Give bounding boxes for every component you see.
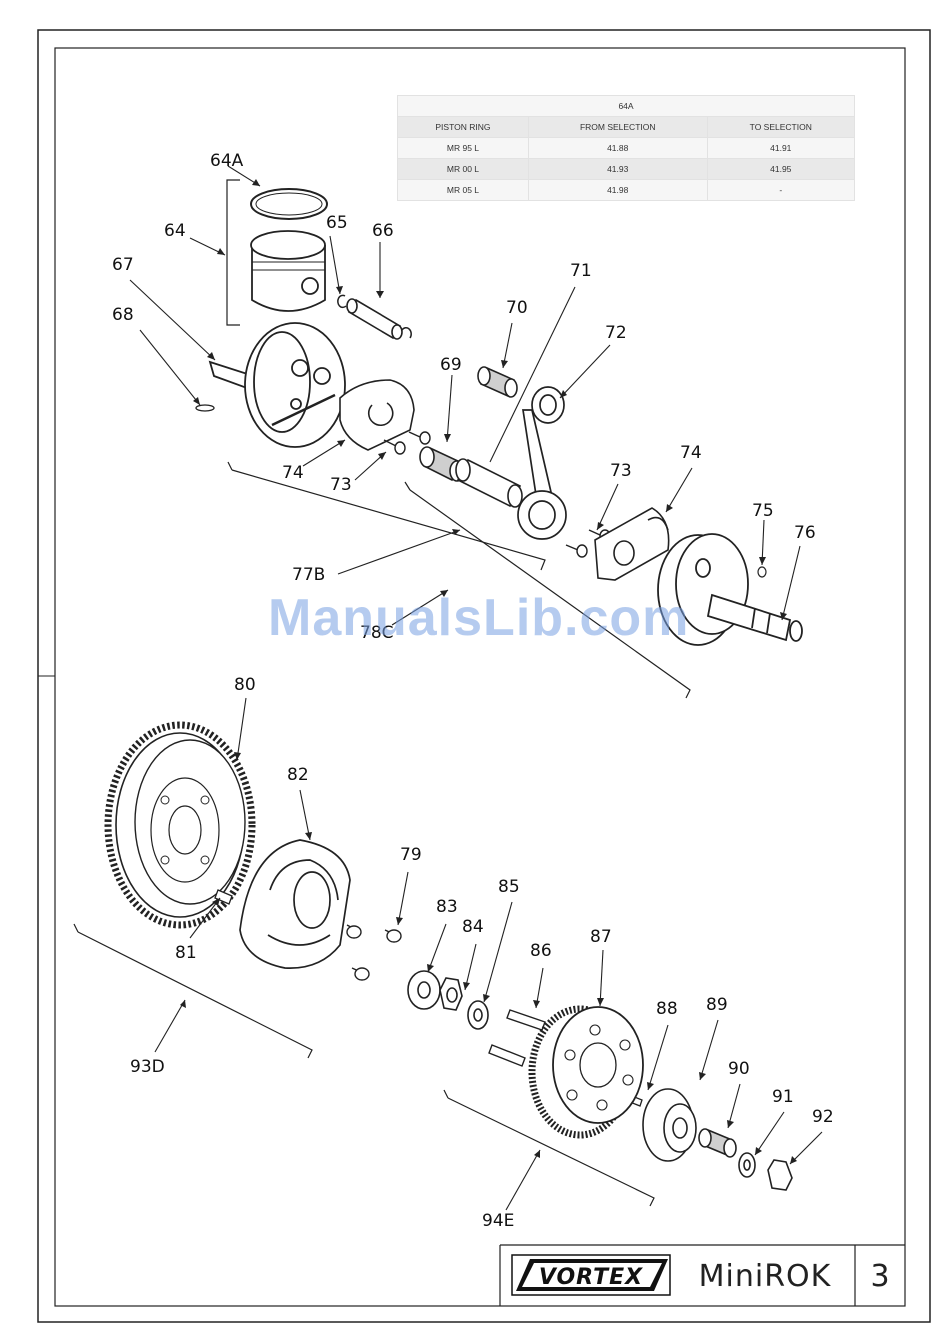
- group-bracket-64: [227, 180, 240, 325]
- callout-71: 71: [570, 261, 592, 281]
- circlip-icon: [338, 295, 346, 307]
- callout-74-left: 74: [282, 463, 304, 483]
- table-header: TO SELECTION: [707, 117, 854, 138]
- bearing-washer-nut-drawing: [699, 1129, 792, 1190]
- table-row: MR 00 L 41.93 41.95: [398, 159, 855, 180]
- table-cell: MR 05 L: [398, 180, 529, 201]
- callout-74-right: 74: [680, 443, 702, 463]
- bolt-drawing: [347, 925, 401, 980]
- callout-81: 81: [175, 943, 197, 963]
- page-number: 3: [856, 1247, 904, 1305]
- clutch-shoes-drawing: [240, 840, 350, 968]
- table-header: FROM SELECTION: [528, 117, 707, 138]
- callout-82: 82: [287, 765, 309, 785]
- callout-72: 72: [605, 323, 627, 343]
- callout-77b: 77B: [292, 565, 325, 585]
- table-cell: -: [707, 180, 854, 201]
- balance-weight-left-drawing: [340, 380, 414, 450]
- table-cell: 41.98: [528, 180, 707, 201]
- callout-76: 76: [794, 523, 816, 543]
- callout-67: 67: [112, 255, 134, 275]
- callout-70: 70: [506, 298, 528, 318]
- callout-69: 69: [440, 355, 462, 375]
- callout-88: 88: [656, 999, 678, 1019]
- callout-65: 65: [326, 213, 348, 233]
- model-name: MiniROK: [676, 1247, 854, 1305]
- callout-80: 80: [234, 675, 256, 695]
- table-cell: 41.93: [528, 159, 707, 180]
- table-title: 64A: [398, 96, 855, 117]
- table-cell: MR 95 L: [398, 138, 529, 159]
- callout-92: 92: [812, 1107, 834, 1127]
- washers-nut-drawing: [408, 971, 488, 1029]
- piston-ring-selection-table: 64A PISTON RING FROM SELECTION TO SELECT…: [397, 95, 855, 201]
- callout-79: 79: [400, 845, 422, 865]
- callout-73-right: 73: [610, 461, 632, 481]
- callout-64: 64: [164, 221, 186, 241]
- piston-pin-drawing: [347, 299, 402, 339]
- callout-68: 68: [112, 305, 134, 325]
- callout-85: 85: [498, 877, 520, 897]
- callout-93d: 93D: [130, 1057, 165, 1077]
- callout-labels: 64A 64 65 66 67 68 69 70 71 72 74 73 73 …: [112, 151, 834, 1231]
- callout-83: 83: [436, 897, 458, 917]
- callout-86: 86: [530, 941, 552, 961]
- connecting-rod-drawing: [518, 387, 566, 539]
- vortex-logo: VORTEX: [512, 1255, 670, 1295]
- circlip-icon: [402, 328, 411, 338]
- callout-66: 66: [372, 221, 394, 241]
- table-header-row: PISTON RING FROM SELECTION TO SELECTION: [398, 117, 855, 138]
- table-row: MR 95 L 41.88 41.91: [398, 138, 855, 159]
- callout-84: 84: [462, 917, 484, 937]
- callout-89: 89: [706, 995, 728, 1015]
- piston-ring-drawing: [251, 189, 327, 219]
- balance-weight-right-drawing: [595, 508, 669, 580]
- callout-87: 87: [590, 927, 612, 947]
- sprocket-drawing: [643, 1089, 696, 1161]
- callout-75: 75: [752, 501, 774, 521]
- piston-drawing: [251, 231, 325, 311]
- callout-73-left: 73: [330, 475, 352, 495]
- flywheel-drawing: [532, 1007, 643, 1135]
- table-row: MR 05 L 41.98 -: [398, 180, 855, 201]
- callout-91: 91: [772, 1087, 794, 1107]
- callout-64a: 64A: [210, 151, 244, 171]
- crank-pin-drawing: [456, 459, 522, 507]
- watermark: ManualsLib.com: [268, 588, 689, 648]
- callout-90: 90: [728, 1059, 750, 1079]
- table-cell: 41.91: [707, 138, 854, 159]
- svg-text:VORTEX: VORTEX: [539, 1265, 643, 1290]
- table-header: PISTON RING: [398, 117, 529, 138]
- crank-key-drawing: [196, 405, 214, 411]
- woodruff-key-drawing: [758, 567, 766, 577]
- table-cell: 41.95: [707, 159, 854, 180]
- table-cell: 41.88: [528, 138, 707, 159]
- table-cell: MR 00 L: [398, 159, 529, 180]
- callout-94e: 94E: [482, 1211, 514, 1231]
- crank-half-left-drawing: [210, 323, 345, 447]
